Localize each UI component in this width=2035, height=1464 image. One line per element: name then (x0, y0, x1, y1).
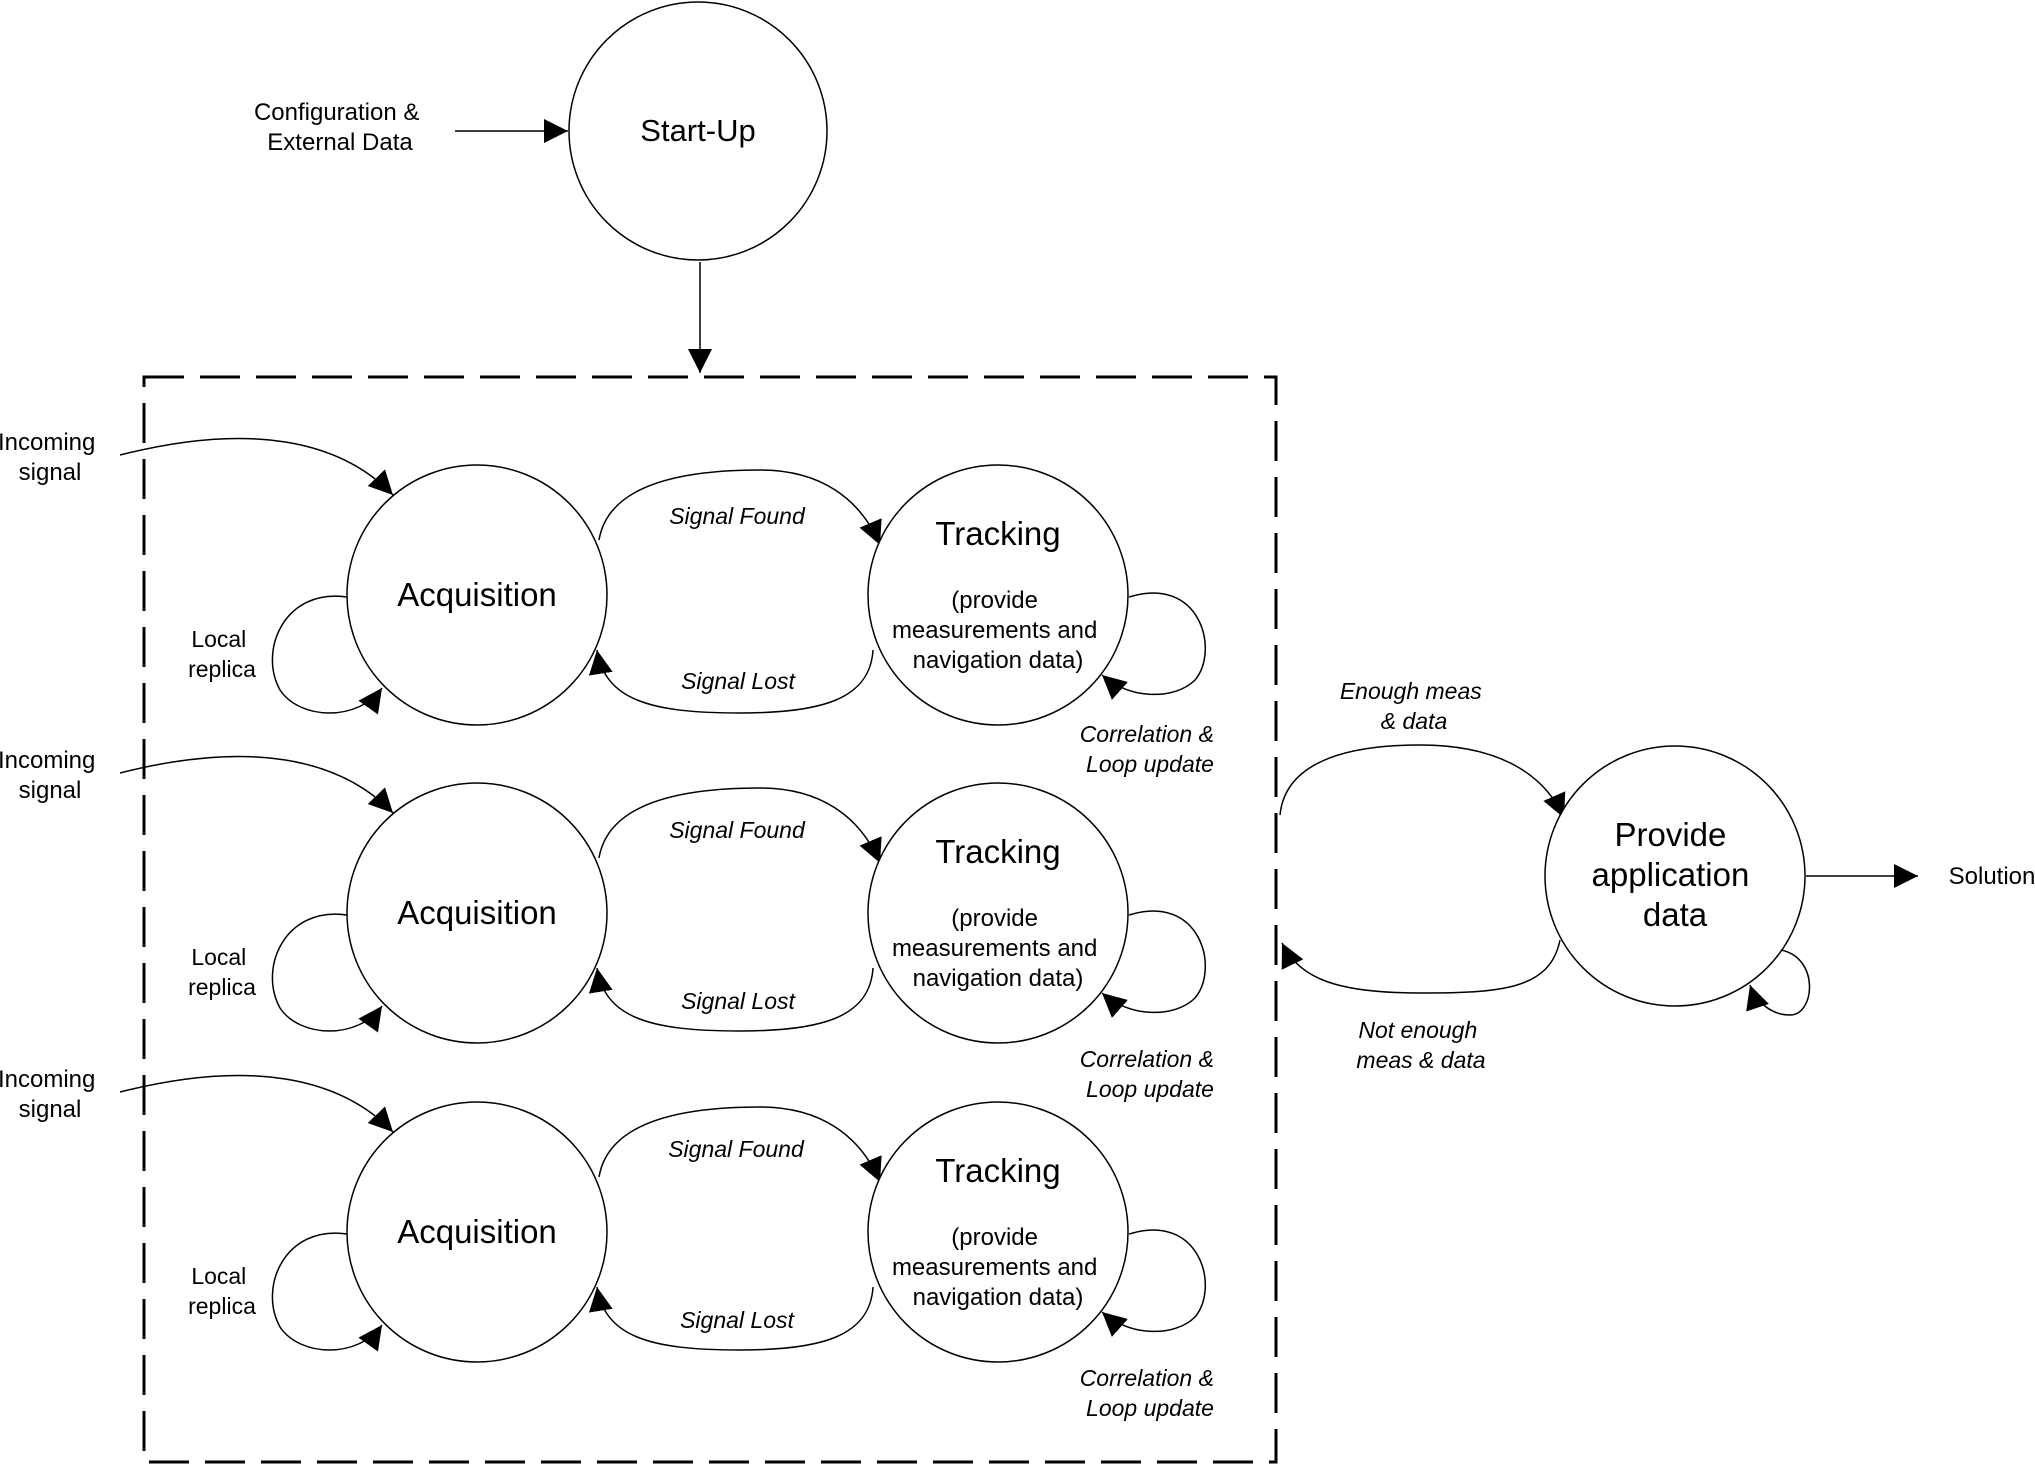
local-replica-loop (271, 595, 383, 715)
incoming-signal-arrow (119, 1074, 394, 1133)
tracking-node (867, 1101, 1129, 1363)
signal-found-label: Signal Found (669, 503, 806, 529)
signal-found-arrow (598, 1106, 882, 1183)
loop-update-label: Correlation & Loop update (1080, 721, 1221, 777)
enough-data-arrow (1279, 744, 1566, 819)
loop-update-label: Correlation & Loop update (1080, 1046, 1221, 1102)
acquisition-node (346, 1101, 608, 1363)
local-replica-label: Local replica (188, 626, 256, 682)
local-replica-label: Local replica (188, 944, 256, 1000)
tracking-label: Tracking (935, 1152, 1060, 1189)
loop-update-arrow (1101, 1229, 1207, 1337)
tracking-label: Tracking (935, 833, 1060, 870)
signal-found-arrow (598, 787, 882, 864)
channel-2: Incoming signal Acquisition Local replic… (0, 747, 1221, 1102)
acquisition-node (346, 782, 608, 1044)
not-enough-data-label: Not enough meas & data (1356, 1017, 1485, 1073)
acquisition-label: Acquisition (397, 894, 557, 931)
incoming-signal-arrow (119, 437, 394, 496)
signal-found-label: Signal Found (669, 817, 806, 843)
signal-lost-arrow (588, 1286, 874, 1351)
tracking-detail: (provide measurements and navigation dat… (892, 1224, 1104, 1311)
incoming-signal-arrow (119, 755, 394, 814)
enough-data-label: Enough meas & data (1340, 678, 1488, 734)
incoming-signal-label: Incoming signal (0, 429, 102, 486)
startup-node (568, 1, 828, 261)
incoming-signal-label: Incoming signal (0, 747, 102, 804)
tracking-node (867, 464, 1129, 726)
tracking-label: Tracking (935, 515, 1060, 552)
tracking-node (867, 782, 1129, 1044)
signal-found-arrow (598, 469, 882, 546)
startup-label: Start-Up (640, 113, 755, 148)
application-self-loop (1746, 949, 1811, 1016)
tracking-detail: (provide measurements and navigation dat… (892, 587, 1104, 674)
local-replica-label: Local replica (188, 1263, 256, 1319)
loop-update-label: Correlation & Loop update (1080, 1365, 1221, 1421)
loop-update-arrow (1101, 910, 1207, 1018)
application-label: Provide application data (1592, 816, 1759, 933)
signal-lost-label: Signal Lost (681, 668, 796, 694)
channel-3: Incoming signal Acquisition Local replic… (0, 1066, 1221, 1421)
signal-lost-label: Signal Lost (681, 988, 796, 1014)
channel-box (142, 375, 1278, 1464)
acquisition-node (346, 464, 608, 726)
incoming-signal-label: Incoming signal (0, 1066, 102, 1123)
signal-lost-arrow (588, 967, 874, 1032)
local-replica-loop (271, 913, 383, 1033)
signal-lost-label: Signal Lost (680, 1307, 795, 1333)
tracking-detail: (provide measurements and navigation dat… (892, 905, 1104, 992)
acquisition-label: Acquisition (397, 576, 557, 613)
channel-1: Incoming signal Acquisition Local replic… (0, 429, 1221, 777)
signal-found-label: Signal Found (668, 1136, 805, 1162)
signal-lost-arrow (588, 649, 874, 714)
acquisition-label: Acquisition (397, 1213, 557, 1250)
application-node (1544, 745, 1806, 1007)
not-enough-data-arrow (1281, 939, 1561, 994)
loop-update-arrow (1101, 592, 1207, 700)
config-input-label: Configuration & External Data (254, 99, 426, 156)
solution-label: Solution (1949, 863, 2035, 890)
local-replica-loop (271, 1232, 383, 1352)
